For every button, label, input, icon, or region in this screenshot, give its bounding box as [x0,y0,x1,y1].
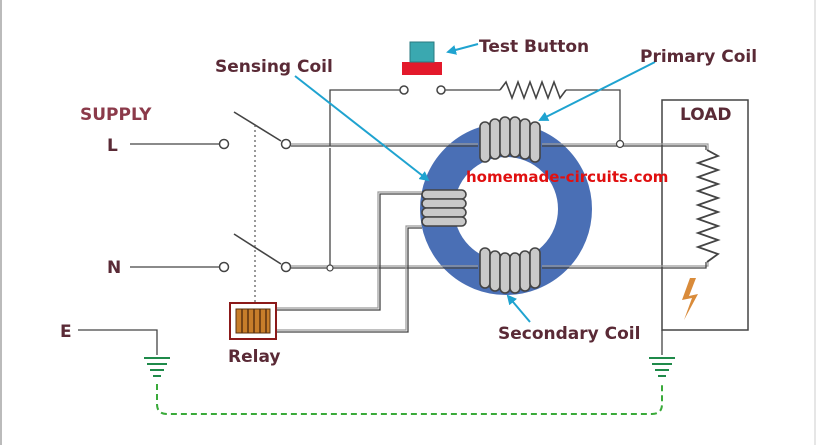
live-output-terminal [280,138,292,150]
live-label: L [107,136,118,156]
neutral-input-terminal [218,261,230,273]
sensing-lead-2a [276,225,422,331]
supply-label: SUPPLY [80,105,152,125]
test-resistor-lead-right [566,89,621,144]
relay-coil-turns [241,309,267,333]
load-label: LOAD [680,105,732,125]
neutral-label: N [107,258,121,278]
sensing-lead-1a [276,191,422,309]
relay-label: Relay [228,347,280,367]
neutral-line-d [542,262,707,269]
test-resistor [499,79,567,101]
test-button-label: Test Button [479,37,589,57]
live-line-d [542,145,707,150]
sensing-coil-windings [421,189,467,227]
test-button-cap[interactable] [409,41,435,63]
live-switch-blade [233,111,282,142]
neutral-coil-windings [479,247,541,294]
secondary-coil-arrow [506,294,531,323]
watermark-text: homemade-circuits.com [466,168,668,186]
live-input-terminal [218,138,230,150]
sensing-coil-arrow [294,75,430,182]
secondary-coil-label: Secondary Coil [498,324,640,344]
earth-label: E [60,322,72,342]
sensing-lead-1b [276,193,422,311]
earth-ground-symbol-right [649,357,675,377]
test-circuit-wire-left [329,89,400,146]
neutral-junction [326,264,334,272]
sensing-lead-2b [276,227,422,333]
neutral-output-terminal [280,261,292,273]
earth-link-dashed [156,384,663,415]
primary-coil-windings [479,116,541,163]
test-button-base[interactable] [402,62,442,75]
load-resistor [695,149,721,263]
primary-coil-arrow [538,61,656,121]
earth-input-wire [78,329,158,355]
earth-ground-symbol-left [144,357,170,377]
relay-coil [235,308,271,334]
test-button-arrow [446,43,479,55]
neutral-line-c [542,262,709,267]
live-junction [615,139,625,149]
sensing-coil-label: Sensing Coil [215,57,333,77]
primary-coil-label: Primary Coil [640,47,757,67]
test-contact-left [399,85,409,95]
live-line-c [542,143,709,150]
neutral-switch-blade [233,233,282,265]
test-contact-right [436,85,446,95]
fault-bolt-icon [682,278,698,320]
load-box [661,99,749,331]
